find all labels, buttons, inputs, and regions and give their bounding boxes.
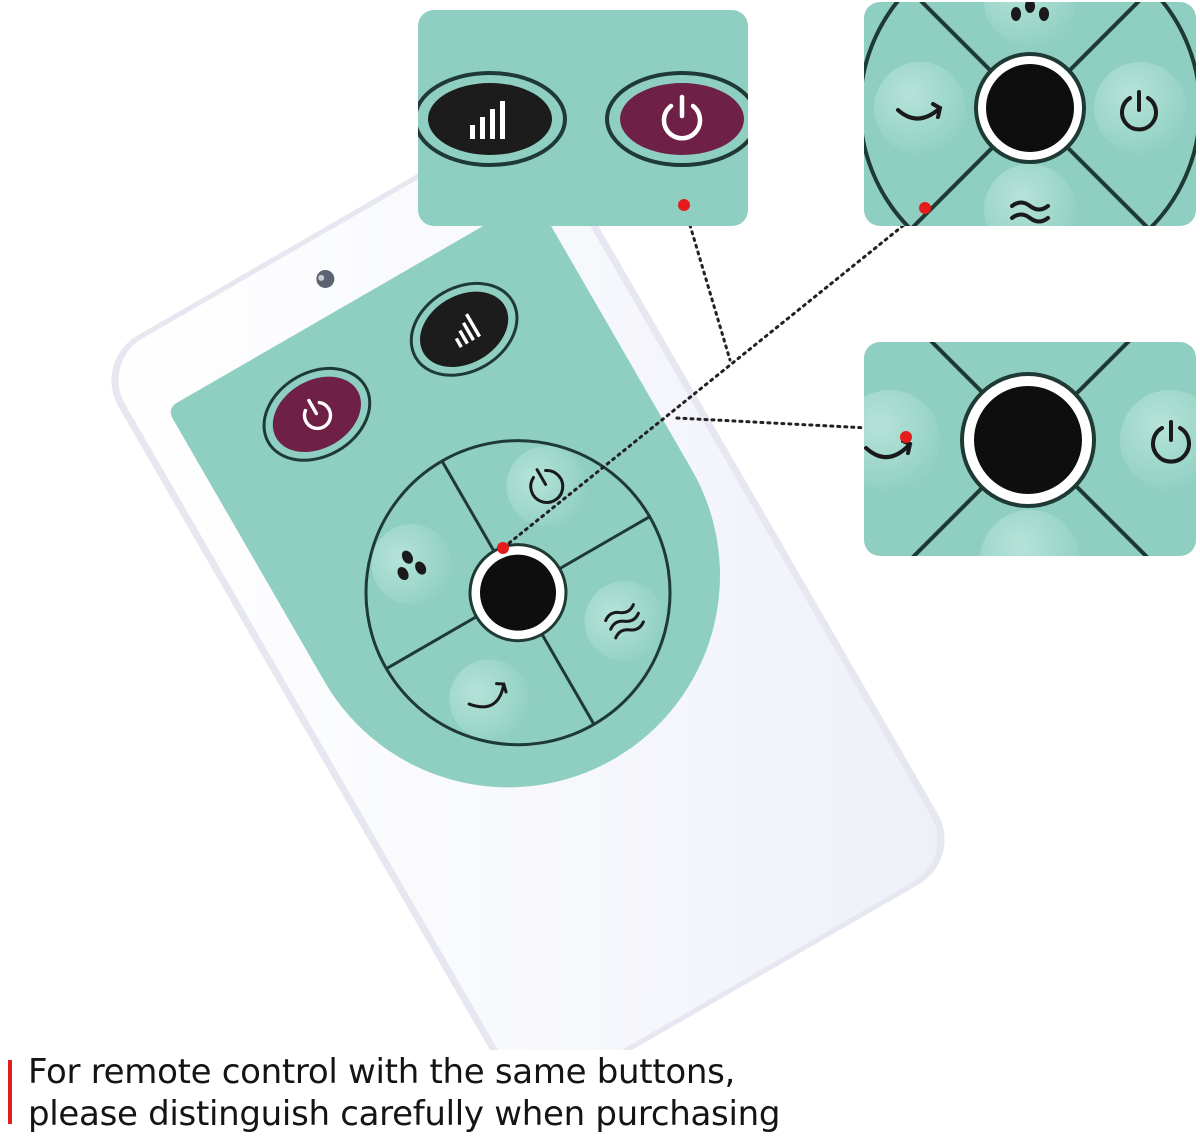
mode-button[interactable] (570, 567, 679, 676)
ir-emitter-glint (318, 274, 325, 281)
caption-line-2: please distinguish carefully when purcha… (28, 1094, 781, 1134)
swing-arrow-icon (896, 102, 943, 121)
power-icon (661, 94, 703, 141)
inset-center-button (960, 372, 1096, 508)
inset-center-button (974, 52, 1086, 164)
wind-waves-icon (604, 603, 645, 640)
humidity-button[interactable] (357, 509, 466, 618)
remote-control (111, 127, 945, 1050)
inset-speed-button (418, 71, 567, 167)
water-drops-icon (397, 550, 427, 581)
wind-waves-icon (1010, 200, 1050, 224)
caption-accent-bar (8, 1060, 12, 1124)
timer-icon (529, 468, 565, 504)
signal-bars-icon (454, 313, 481, 348)
timer-button[interactable] (492, 431, 601, 540)
signal-bars-icon (470, 101, 505, 139)
inset-marker-dot (919, 202, 931, 214)
inset-dpad-top (864, 2, 1196, 226)
ir-emitter-icon (316, 269, 335, 288)
power-button[interactable] (247, 350, 386, 479)
inset-marker-dot (678, 199, 690, 211)
marker-dot (497, 542, 509, 554)
power-icon (302, 398, 333, 431)
inset-marker-dot (900, 431, 912, 443)
timer-icon (1151, 420, 1191, 464)
caption-line-1: For remote control with the same buttons… (28, 1052, 736, 1092)
center-dot-icon (480, 554, 556, 631)
timer-icon (1120, 90, 1158, 132)
speed-button[interactable] (395, 265, 534, 394)
caption: For remote control with the same buttons… (0, 1050, 1200, 1139)
dpad (357, 431, 679, 754)
swing-button[interactable] (435, 645, 544, 754)
inset-power-speed (418, 10, 748, 226)
inset-dpad-center (864, 342, 1196, 556)
swing-arrow-icon (467, 682, 508, 709)
water-drops-icon (1011, 2, 1049, 21)
product-scene (111, 2, 1196, 1050)
center-button[interactable] (452, 527, 583, 658)
inset-power-button (605, 71, 748, 167)
